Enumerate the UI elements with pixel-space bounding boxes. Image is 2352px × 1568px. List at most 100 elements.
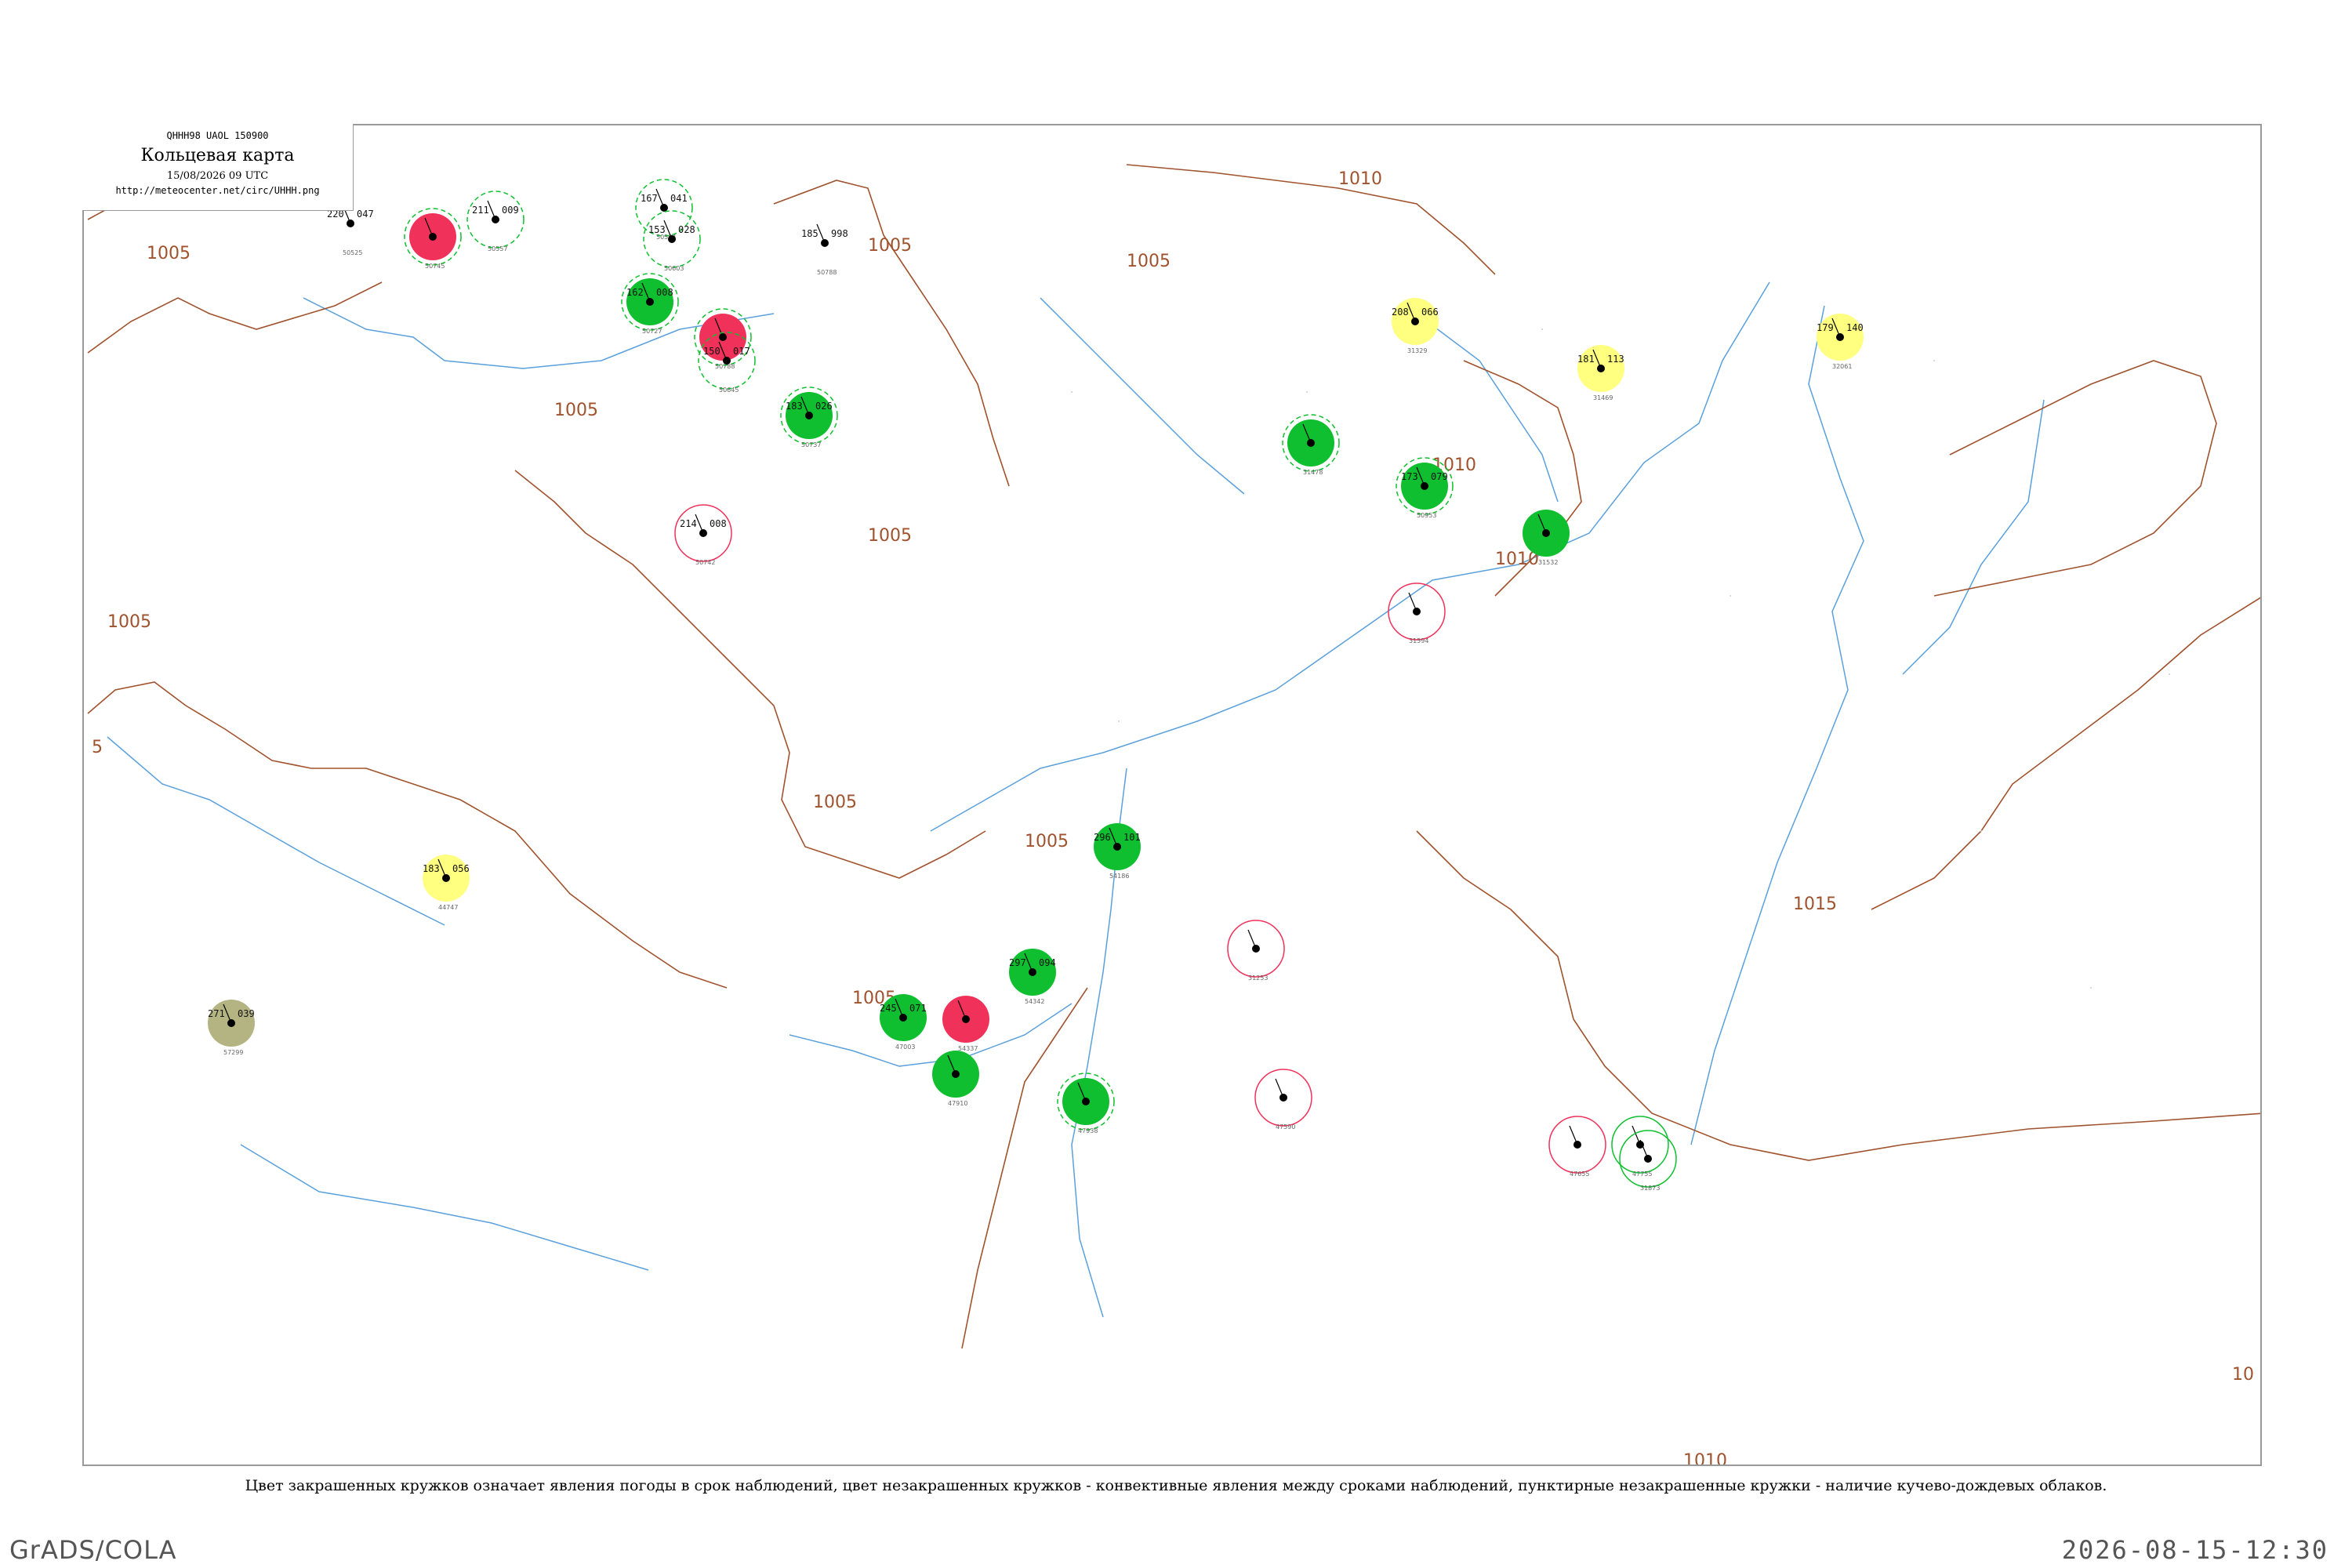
station-23[interactable]: 31478 <box>1282 414 1340 476</box>
isobar-1010-inner <box>961 987 1088 1349</box>
wind-barb-icon <box>1275 1078 1284 1098</box>
river-lena-branch <box>303 297 775 369</box>
isobar-1015-east <box>1871 597 2260 910</box>
wind-barb-icon <box>1247 929 1257 949</box>
isobar-label: 1010 <box>1683 1451 1727 1466</box>
station-id: 50788 <box>817 269 837 276</box>
station-27[interactable]: 47590 <box>1254 1069 1312 1131</box>
temperature-value: 214 <box>680 518 697 529</box>
isobar-1005-west <box>87 281 383 354</box>
temperature-value: 162 <box>626 287 644 298</box>
map-canvas[interactable]: 1005 1005 1005 1005 1005 1005 1005 1005 … <box>84 125 2262 1466</box>
convective-ring <box>643 210 701 268</box>
station-29[interactable]: 47755 <box>1611 1116 1669 1178</box>
map-title: Кольцевая карта <box>140 146 295 165</box>
pressure-value: 140 <box>1846 322 1864 333</box>
wind-barb-icon <box>947 1054 956 1075</box>
wind-barb-icon <box>1416 466 1425 487</box>
isobar-label: 1015 <box>1793 895 1837 914</box>
wind-barb-icon <box>1537 514 1547 534</box>
isobar-1005-valley <box>514 470 986 879</box>
station-26[interactable]: 31253 <box>1227 920 1285 982</box>
isobar-label: 1005 <box>147 244 191 263</box>
pressure-value: 998 <box>831 228 848 239</box>
station-25[interactable]: 31594 <box>1388 583 1446 644</box>
station-20[interactable]: 54337 <box>942 996 989 1052</box>
pressure-value: 017 <box>733 346 750 357</box>
station-id: 50737 <box>801 441 821 448</box>
isobar-label: 1005 <box>1025 832 1069 851</box>
temperature-value: 167 <box>641 193 658 204</box>
wind-barb-icon <box>663 220 673 240</box>
isobar-label: 1005 <box>813 793 857 812</box>
pressure-value: 008 <box>710 518 727 529</box>
station-id: 47938 <box>1078 1127 1098 1134</box>
convective-ring <box>1282 414 1340 472</box>
temperature-value: 297 <box>1009 957 1026 968</box>
station-22[interactable]: 47938 <box>1057 1073 1115 1134</box>
station-28[interactable]: 47655 <box>1548 1116 1606 1178</box>
station-7[interactable]: 50788 <box>694 308 752 370</box>
temperature-value: 271 <box>208 1008 225 1019</box>
pressure-value: 056 <box>452 863 470 874</box>
wind-barb-icon <box>1831 318 1841 338</box>
station-id: 50564 <box>656 234 676 241</box>
station-id: 31478 <box>1303 469 1323 476</box>
convective-ring <box>1057 1073 1115 1131</box>
temperature-value: 211 <box>472 205 489 216</box>
temperature-value: 150 <box>703 346 720 357</box>
station-id: 50788 <box>715 363 735 370</box>
wind-barb-icon <box>1302 423 1312 444</box>
convective-ring <box>1388 583 1446 641</box>
convective-ring <box>780 387 838 445</box>
source-url[interactable]: http://meteocenter.net/circ/UHHH.png <box>115 185 320 196</box>
station-id: 50603 <box>664 265 684 272</box>
station-id: 47755 <box>1632 1171 1652 1178</box>
pressure-value: 094 <box>1039 957 1056 968</box>
station-id: 50525 <box>343 249 362 256</box>
station-id: 31532 <box>1538 559 1558 566</box>
station-id: 50745 <box>425 263 445 270</box>
pressure-value: 009 <box>502 205 519 216</box>
temperature-value: 173 <box>1401 471 1418 482</box>
background-dots <box>1071 328 2170 989</box>
wind-barb-icon <box>487 200 496 220</box>
station-id: 47003 <box>895 1044 915 1051</box>
rivers <box>107 281 2045 1318</box>
isobar-label: 5 <box>92 738 103 757</box>
pressure-value: 101 <box>1123 832 1141 843</box>
station-id: 31329 <box>1407 347 1427 354</box>
convective-ring <box>1227 920 1285 978</box>
station-id: 31469 <box>1593 394 1613 401</box>
isobar-1005-ridge <box>773 180 1010 487</box>
station-30[interactable]: 31873 <box>1619 1130 1677 1192</box>
station-21[interactable]: 47910 <box>932 1051 979 1107</box>
temperature-value: 183 <box>786 401 803 412</box>
station-6[interactable]: 50745 <box>404 208 462 270</box>
pressure-value: 008 <box>656 287 673 298</box>
station-id: 44747 <box>438 904 458 911</box>
station-id: 47655 <box>1570 1171 1589 1178</box>
pressure-value: 039 <box>238 1008 255 1019</box>
temperature-value: 220 <box>327 209 344 220</box>
station-24[interactable]: 31532 <box>1523 510 1570 566</box>
